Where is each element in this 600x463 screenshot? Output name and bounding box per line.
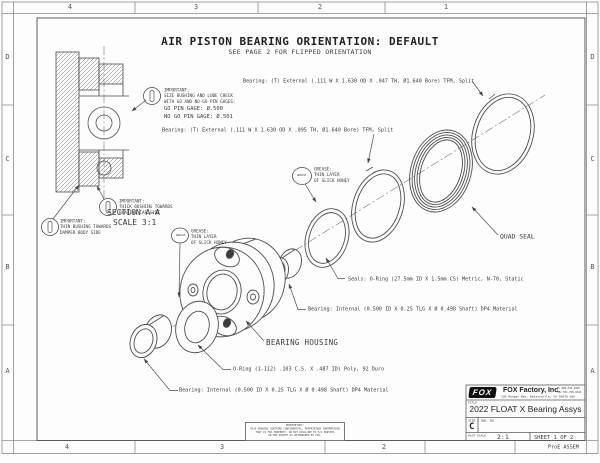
page-subtitle: SEE PAGE 2 FOR FLIPPED ORIENTATION: [228, 48, 372, 56]
zone-left-b: B: [5, 263, 10, 271]
split-ring-thin: [471, 93, 535, 175]
callout-bearing-thin: Bearing: (T) External (.111 W X 1.630 OD…: [243, 77, 475, 84]
section-view-art: [55, 46, 129, 198]
zone-top-4: 4: [67, 3, 73, 11]
oring-poly-art: [175, 300, 219, 354]
proprietary-box: PROPRIETARY: THIS DRAWING CONTAINS CONFI…: [245, 421, 345, 441]
callout-bearing-housing: BEARING HOUSING: [266, 337, 339, 347]
centerline: [131, 94, 546, 353]
note-thin-bushing: IMPORTANT: THIN BUSHING TOWARDS DAMPER B…: [60, 219, 112, 235]
callout-bearing-thick: Bearing: (T) External (.111 W X 1.630 OD…: [162, 126, 394, 133]
dwg-no-label: DWG. NO.: [481, 418, 496, 423]
plot-scale-value: 2:1: [497, 433, 509, 441]
zone-bottom-2: 2: [381, 442, 387, 451]
sheet-of: SHEET 1 OF 2: [534, 433, 574, 440]
callout-oring-poly: O-Ring (1-112) .103 C.S. X .487 ID) Poly…: [233, 365, 385, 372]
grease-balloon-upper-label: GREASE: [297, 173, 307, 177]
zone-left-a: A: [5, 367, 10, 375]
callout-bearing-internal-lower: Bearing: Internal (0.500 ID X 0.25 TLG X…: [179, 387, 389, 393]
note-thick-bushing: IMPORTANT: THICK BUSHING TOWARDS BEARING…: [119, 198, 173, 215]
section-scale: SCALE 3:1: [113, 217, 157, 227]
oring-metric: [304, 208, 350, 268]
company-phone: Ph 800-FOX-SHOX: [557, 386, 580, 390]
plot-scale-label: PLOT SCALE: [467, 434, 486, 438]
drawing-title: 2022 FLOAT X Bearing Assys: [469, 404, 582, 414]
zone-top-1: 1: [443, 3, 449, 11]
zone-left-d: D: [5, 53, 10, 61]
company-address: 130 Hangar Way, Watsonville, CA 95076 US…: [501, 394, 576, 399]
sheet-size: C: [469, 421, 475, 432]
fox-logo: FOX: [468, 387, 497, 398]
company-fax: Fax 831-768-9342: [557, 390, 582, 394]
zone-bottom-3: 3: [219, 442, 225, 451]
title-label: TITLE: [468, 400, 478, 405]
note-no-go-gage: NO GO PIN GAGE: Ø.501: [164, 112, 233, 119]
zone-right-a: A: [590, 367, 595, 375]
bearing-housing-art: [179, 237, 286, 338]
zone-right-d: D: [590, 53, 595, 61]
zone-top-2: 2: [317, 3, 323, 11]
grease-balloon-lower-label: GREASE: [175, 233, 185, 237]
proe-note: ProE ASSEM: [548, 443, 579, 450]
section-label: SECTION A-A: [107, 208, 160, 217]
callout-bearing-internal-upper: Bearing: Internal (0.500 ID X 0.25 TLG X…: [308, 305, 518, 312]
size-label: SIZE: [468, 418, 476, 423]
note-go-gage: GO PIN GAGE: Ø.500: [164, 104, 223, 111]
callout-grease-upper: GREASE: THIN LAYER OF SLICK HONEY: [314, 166, 350, 183]
proprietary-text: PROPRIETARY: THIS DRAWING CONTAINS CONFI…: [250, 424, 340, 437]
bushing-thick: [265, 248, 302, 288]
page-title: AIR PISTON BEARING ORIENTATION: DEFAULT: [161, 35, 439, 48]
company-name: FOX Factory, Inc.: [503, 386, 561, 394]
split-ring-thick: [351, 166, 405, 243]
zone-left-c: C: [5, 155, 10, 163]
zone-top-3: 3: [193, 3, 199, 11]
zone-right-b: B: [590, 263, 595, 271]
bushing-thin: [129, 314, 172, 359]
quad-seal-ring: [409, 129, 473, 213]
callout-quad-seal: QUAD SEAL: [500, 232, 535, 240]
callout-grease-lower: GREASE: THIN LAYER OF SLICK HONEY: [190, 228, 227, 245]
zone-bottom-4: 4: [64, 442, 70, 451]
zone-right-c: C: [590, 155, 595, 163]
note-gage-important: IMPORTANT: SIZE BUSHING AND LUBE CHECK W…: [163, 87, 235, 104]
callout-seals: Seals: O-Ring (27.5mm ID X 1.5mm CS) Met…: [347, 275, 524, 282]
